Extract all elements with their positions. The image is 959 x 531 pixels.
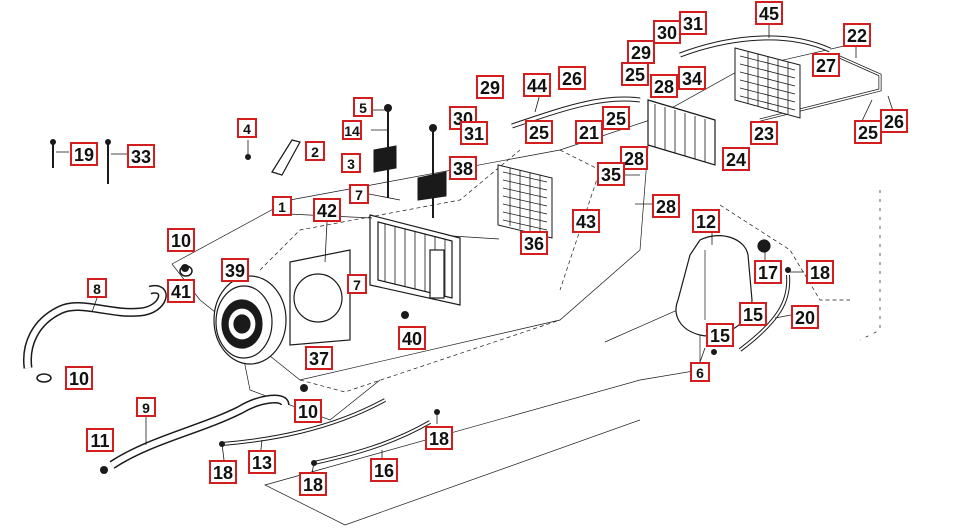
- callout-4: 4: [237, 118, 257, 138]
- callout-40: 40: [398, 326, 426, 350]
- callout-43: 43: [572, 209, 600, 233]
- callout-7-lower: 7: [347, 274, 367, 294]
- callout-18-mid: 18: [425, 426, 453, 450]
- callout-6: 6: [690, 362, 710, 382]
- radiator: [369, 214, 461, 306]
- callout-41: 41: [167, 279, 195, 303]
- callout-2: 2: [305, 141, 325, 161]
- callout-21: 21: [575, 120, 603, 144]
- callout-3: 3: [341, 153, 361, 173]
- callout-15-right: 15: [739, 302, 767, 326]
- callout-26-right: 26: [880, 109, 908, 133]
- callout-9: 9: [136, 397, 156, 417]
- hose-8: [22, 284, 167, 369]
- callout-14: 14: [342, 120, 362, 140]
- fan-shroud: [289, 249, 351, 346]
- callout-10-bottom: 10: [294, 399, 322, 423]
- grille-front: [497, 164, 553, 239]
- callout-28-lower: 28: [652, 194, 680, 218]
- callout-5: 5: [353, 97, 373, 117]
- callout-13: 13: [248, 450, 276, 474]
- callout-7-upper: 7: [349, 184, 369, 204]
- callout-35: 35: [597, 162, 625, 186]
- callout-11: 11: [86, 428, 114, 452]
- callout-20: 20: [791, 305, 819, 329]
- callout-10-top: 10: [167, 228, 195, 252]
- callout-31-right: 31: [679, 11, 707, 35]
- callout-23: 23: [750, 121, 778, 145]
- callout-24: 24: [722, 147, 750, 171]
- callout-37: 37: [305, 346, 333, 370]
- callout-15-lower: 15: [706, 323, 734, 347]
- callout-27: 27: [812, 53, 840, 77]
- callout-25-mid: 25: [602, 106, 630, 130]
- callout-30-right: 30: [653, 20, 681, 44]
- callout-8: 8: [87, 278, 107, 298]
- grille-rear: [734, 47, 801, 119]
- callout-10-left: 10: [65, 366, 93, 390]
- callout-25-left: 25: [525, 120, 553, 144]
- callout-17: 17: [754, 260, 782, 284]
- callout-28-top: 28: [650, 74, 678, 98]
- fan-assembly: [213, 275, 287, 365]
- callout-45: 45: [755, 1, 783, 25]
- callout-12: 12: [692, 209, 720, 233]
- callout-34: 34: [678, 66, 706, 90]
- callout-39: 39: [221, 258, 249, 282]
- callout-16: 16: [370, 458, 398, 482]
- callout-19: 19: [70, 142, 98, 166]
- callout-25-top: 25: [621, 62, 649, 86]
- callout-42: 42: [313, 198, 341, 222]
- callout-44: 44: [523, 73, 551, 97]
- callout-22: 22: [843, 23, 871, 47]
- callout-1: 1: [272, 196, 292, 216]
- callout-36: 36: [520, 231, 548, 255]
- condenser: [647, 99, 716, 166]
- callout-18-right: 18: [806, 260, 834, 284]
- callout-29-left: 29: [476, 75, 504, 99]
- callout-29-right: 29: [627, 40, 655, 64]
- callout-38: 38: [449, 156, 477, 180]
- callout-25-right: 25: [854, 120, 882, 144]
- callout-26-left: 26: [558, 66, 586, 90]
- callout-31-left: 31: [460, 121, 488, 145]
- callout-33: 33: [127, 144, 155, 168]
- callout-18-bottom: 18: [299, 472, 327, 496]
- callout-18-left: 18: [209, 460, 237, 484]
